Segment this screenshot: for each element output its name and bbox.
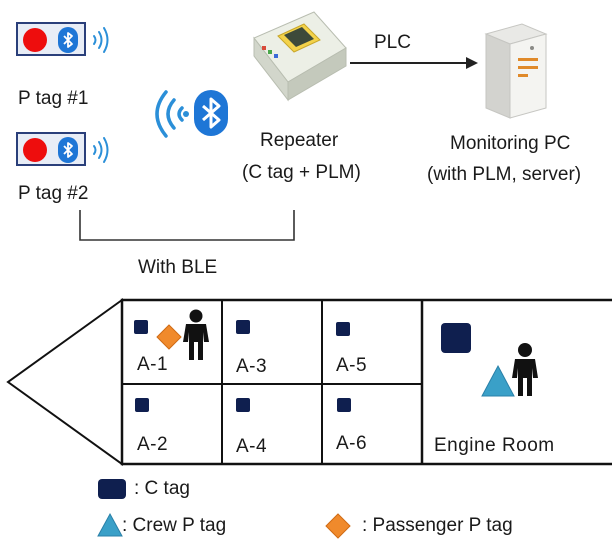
legend-c-tag-label: : C tag [134,478,190,499]
legend-c-tag-swatch [98,479,126,499]
ptag-2-label: P tag #2 [18,183,89,204]
repeater-device-icon [253,11,347,102]
person-icon [512,343,538,396]
crew-p-tag-marker [481,364,515,397]
plc-arrow [350,57,478,69]
plc-label: PLC [374,32,411,53]
room-label-a4: A-4 [236,436,268,457]
c-tag-marker-a4 [236,398,250,412]
bluetooth-icon [58,27,78,53]
legend-passenger-swatch [325,513,351,539]
monitor-title: Monitoring PC [450,133,571,154]
red-indicator-icon [23,28,47,52]
monitor-subtitle: (with PLM, server) [427,164,582,185]
engine-room-label: Engine Room [434,435,555,456]
c-tag-marker-a1 [134,320,148,334]
passenger-p-tag-marker [156,324,182,350]
c-tag-marker-a2 [135,398,149,412]
server-tower-icon [484,23,548,119]
repeater-subtitle: (C tag + PLM) [242,162,361,183]
room-label-a6: A-6 [336,433,368,454]
repeater-title: Repeater [260,130,339,151]
ptag-1-device [16,22,86,56]
legend-crew-label: : Crew P tag [122,515,227,536]
c-tag-marker-a5 [336,322,350,336]
ble-label: With BLE [138,257,218,278]
person-icon [183,309,209,360]
signal-waves-icon [93,27,109,53]
room-label-a1: A-1 [137,354,169,375]
legend-passenger-label: : Passenger P tag [362,515,513,536]
room-label-a5: A-5 [336,355,368,376]
signal-waves-icon [93,137,109,163]
c-tag-marker-a6 [337,398,351,412]
bluetooth-icon [58,137,78,163]
ptag-1-label: P tag #1 [18,88,89,109]
ble-bracket [79,210,295,241]
legend-crew-swatch [97,512,123,537]
ptag-2-device [16,132,86,166]
bluetooth-icon [194,90,228,136]
room-label-a2: A-2 [137,434,169,455]
signal-waves-icon [155,90,189,138]
c-tag-marker-engine [441,323,471,353]
c-tag-marker-a3 [236,320,250,334]
room-label-a3: A-3 [236,356,268,377]
red-indicator-icon [23,138,47,162]
